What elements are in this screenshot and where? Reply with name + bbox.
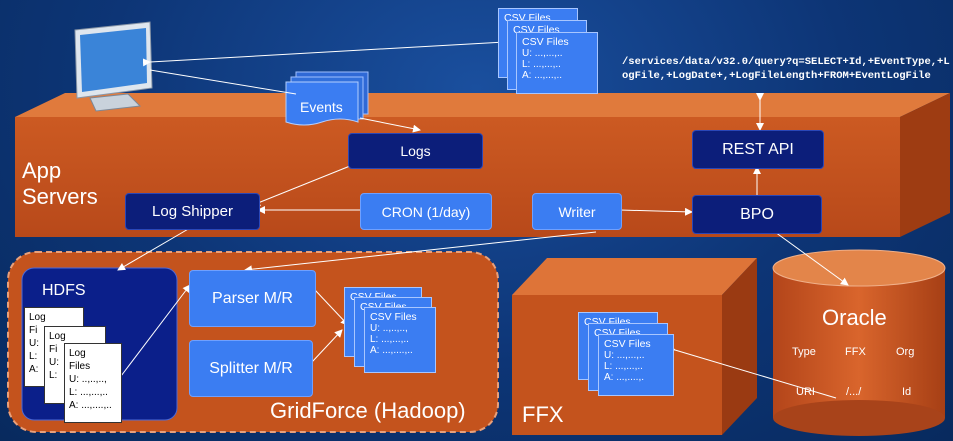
splitter-mr-box[interactable]: Splitter M/R [189, 340, 313, 397]
logs-box[interactable]: Logs [348, 133, 483, 169]
oracle-cell-id: Id [902, 386, 912, 398]
connector-arrows [117, 38, 849, 399]
events-doc-stack [285, 71, 369, 126]
hdfs-label: HDFS [42, 282, 86, 299]
oracle-header-org: Org [896, 346, 915, 358]
rest-query-string: /services/data/v32.0/query?q=SELECT+Id,+… [622, 56, 950, 82]
oracle-cell-uri: URI [796, 386, 815, 398]
gridforce-label: GridForce (Hadoop) [270, 398, 466, 423]
log-shipper-box[interactable]: Log Shipper [125, 193, 260, 230]
rest-api-box[interactable]: REST API [692, 130, 824, 169]
oracle-label: Oracle [822, 305, 887, 330]
writer-box[interactable]: Writer [532, 193, 622, 230]
oracle-header-ffx: FFX [845, 346, 866, 358]
oracle-cylinder [772, 249, 946, 436]
oracle-header-type: Type [792, 346, 816, 358]
hadoop-csv-doc-front: CSV Files U: ..,..,.., L: ...,...,.. A: … [364, 307, 436, 373]
events-label: Events [300, 99, 343, 115]
log-doc-front: Log Files U: ..,..,.., L: ...,...,.. A: … [64, 343, 122, 423]
bpo-box[interactable]: BPO [692, 195, 822, 234]
parser-mr-box[interactable]: Parser M/R [189, 270, 316, 327]
ffx-label: FFX [522, 402, 564, 427]
ffx-csv-doc-front: CSV Files U: ...,...,.. L: ...,...,.. A:… [598, 334, 674, 396]
csv-doc-front: CSV Files U: ...,...,.. L: ...,...,.. A:… [516, 32, 598, 94]
app-servers-label: App Servers [22, 158, 98, 209]
oracle-cell-path: /.../ [846, 386, 862, 398]
cron-box[interactable]: CRON (1/day) [360, 193, 492, 230]
computer-monitor-icon [74, 21, 153, 112]
